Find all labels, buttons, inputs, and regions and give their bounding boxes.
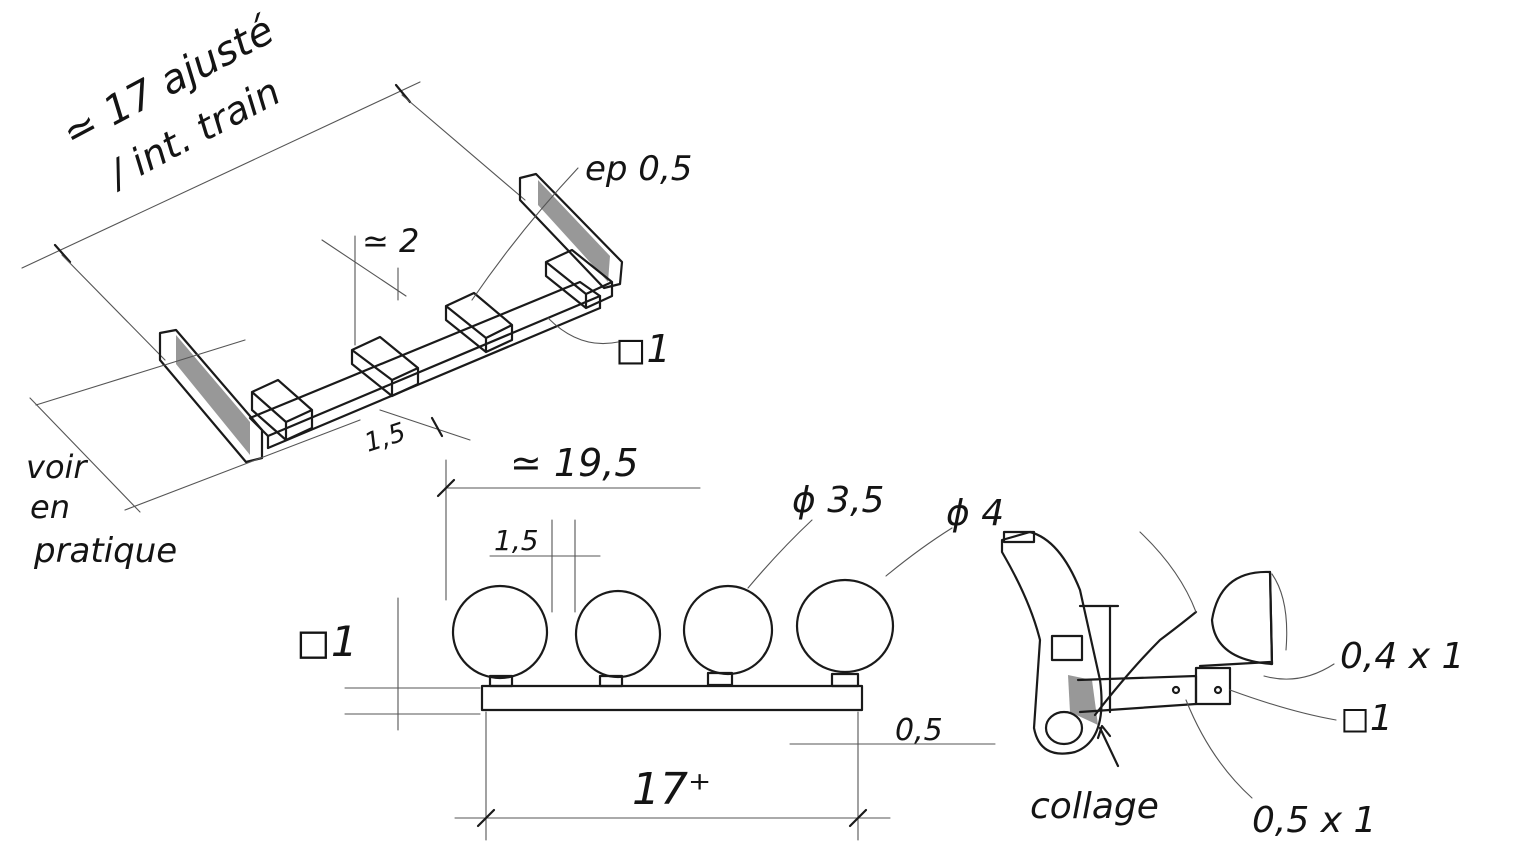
lamp-4 (795, 578, 895, 674)
rail-thickness-leader (471, 167, 579, 301)
plate-leader (1263, 663, 1335, 680)
label-rail-thickness: ep 0,5 (585, 149, 692, 189)
bracket-plate (1194, 666, 1232, 706)
label-bracket-arm: 0,5 x 1 (1252, 800, 1376, 841)
right-rail-shading (538, 180, 610, 282)
label-bar-section-top: ◻1 (615, 327, 671, 371)
front-bar (480, 684, 864, 712)
label-bar-section-front: ◻1 (296, 617, 358, 666)
support-bolt (1050, 634, 1084, 662)
lamp-1 (451, 584, 549, 680)
front-view: ≃ 19,5 1,5 ϕ 3,5 ϕ 4 ◻1 0,5 17⁺ (296, 441, 1004, 841)
extension-line-right (401, 94, 526, 201)
extension-line-left (61, 254, 166, 361)
dimension-line-overall (21, 81, 421, 269)
label-bar-height: 0,5 (895, 713, 943, 748)
bar-length-tick-2 (848, 808, 868, 828)
section-leader (1229, 689, 1337, 721)
label-bar-length: 17⁺ (632, 764, 711, 815)
label-block-width-top: 1,5 (361, 417, 410, 458)
bracket-pin (1213, 685, 1223, 695)
side-lamp (1210, 570, 1274, 666)
glue-arrow-head (1096, 724, 1112, 740)
block-spacing-line (321, 239, 407, 297)
block-1 (250, 378, 314, 442)
right-rail-plate (518, 172, 624, 290)
label-width-note-3: pratique (33, 531, 177, 571)
glue-arrow (1098, 726, 1120, 768)
isometric-bar (248, 280, 602, 438)
label-glue-note: collage (1030, 786, 1159, 827)
label-bracket-section: ◻1 (1340, 698, 1393, 739)
isometric-view: ≃ 17 ajusté / int. train ep 0,5 ≃ 2 ◻1 1… (21, 7, 692, 571)
block-3 (444, 291, 514, 354)
lamp-2 (574, 589, 662, 679)
support-lower-hole (1044, 710, 1084, 746)
left-rail-shading (176, 335, 250, 455)
bracket-arm (1076, 674, 1198, 714)
label-block-spacing: ≃ 2 (362, 222, 419, 260)
label-lamp-small-diam: ϕ 3,5 (792, 480, 884, 521)
bar-length-tick-1 (476, 808, 496, 828)
lamp-mount-4 (830, 672, 860, 688)
support-top-pad (1002, 530, 1036, 544)
bar-section-leader-top (547, 317, 619, 345)
width-reference-line (29, 397, 141, 513)
side-lamp-outline (1271, 573, 1288, 651)
label-lamp-width: 1,5 (494, 524, 539, 557)
arm-leader (1185, 699, 1253, 799)
isometric-bar-edge-2 (266, 306, 602, 450)
block-width-tick (430, 416, 444, 438)
block-4 (544, 248, 614, 310)
bracket-diagonal (1093, 610, 1198, 717)
support-arm (1000, 530, 1103, 755)
swing-arc (1139, 531, 1197, 613)
block-2 (350, 335, 420, 398)
bracket-pin-2 (1171, 685, 1181, 695)
side-lamp-face (1268, 570, 1274, 666)
label-width-note-1: voir (26, 448, 88, 486)
support-shading (1068, 675, 1098, 725)
width-reference-line-2 (35, 339, 246, 406)
width-reference-line-3 (124, 419, 361, 511)
lamp-large-leader (885, 527, 953, 577)
lamp-small-leader (747, 519, 813, 589)
label-bracket-plate: 0,4 x 1 (1340, 636, 1464, 677)
lamp-3 (682, 584, 774, 676)
side-detail-view: 0,4 x 1 ◻1 0,5 x 1 collage (1000, 530, 1464, 841)
label-front-width: ≃ 19,5 (510, 441, 639, 485)
front-width-tick (436, 478, 456, 498)
dimension-tick-left (53, 243, 72, 264)
label-width-note-2: en (30, 488, 70, 526)
label-lamp-large-diam: ϕ 4 (946, 493, 1004, 534)
block-width-line (379, 409, 471, 441)
